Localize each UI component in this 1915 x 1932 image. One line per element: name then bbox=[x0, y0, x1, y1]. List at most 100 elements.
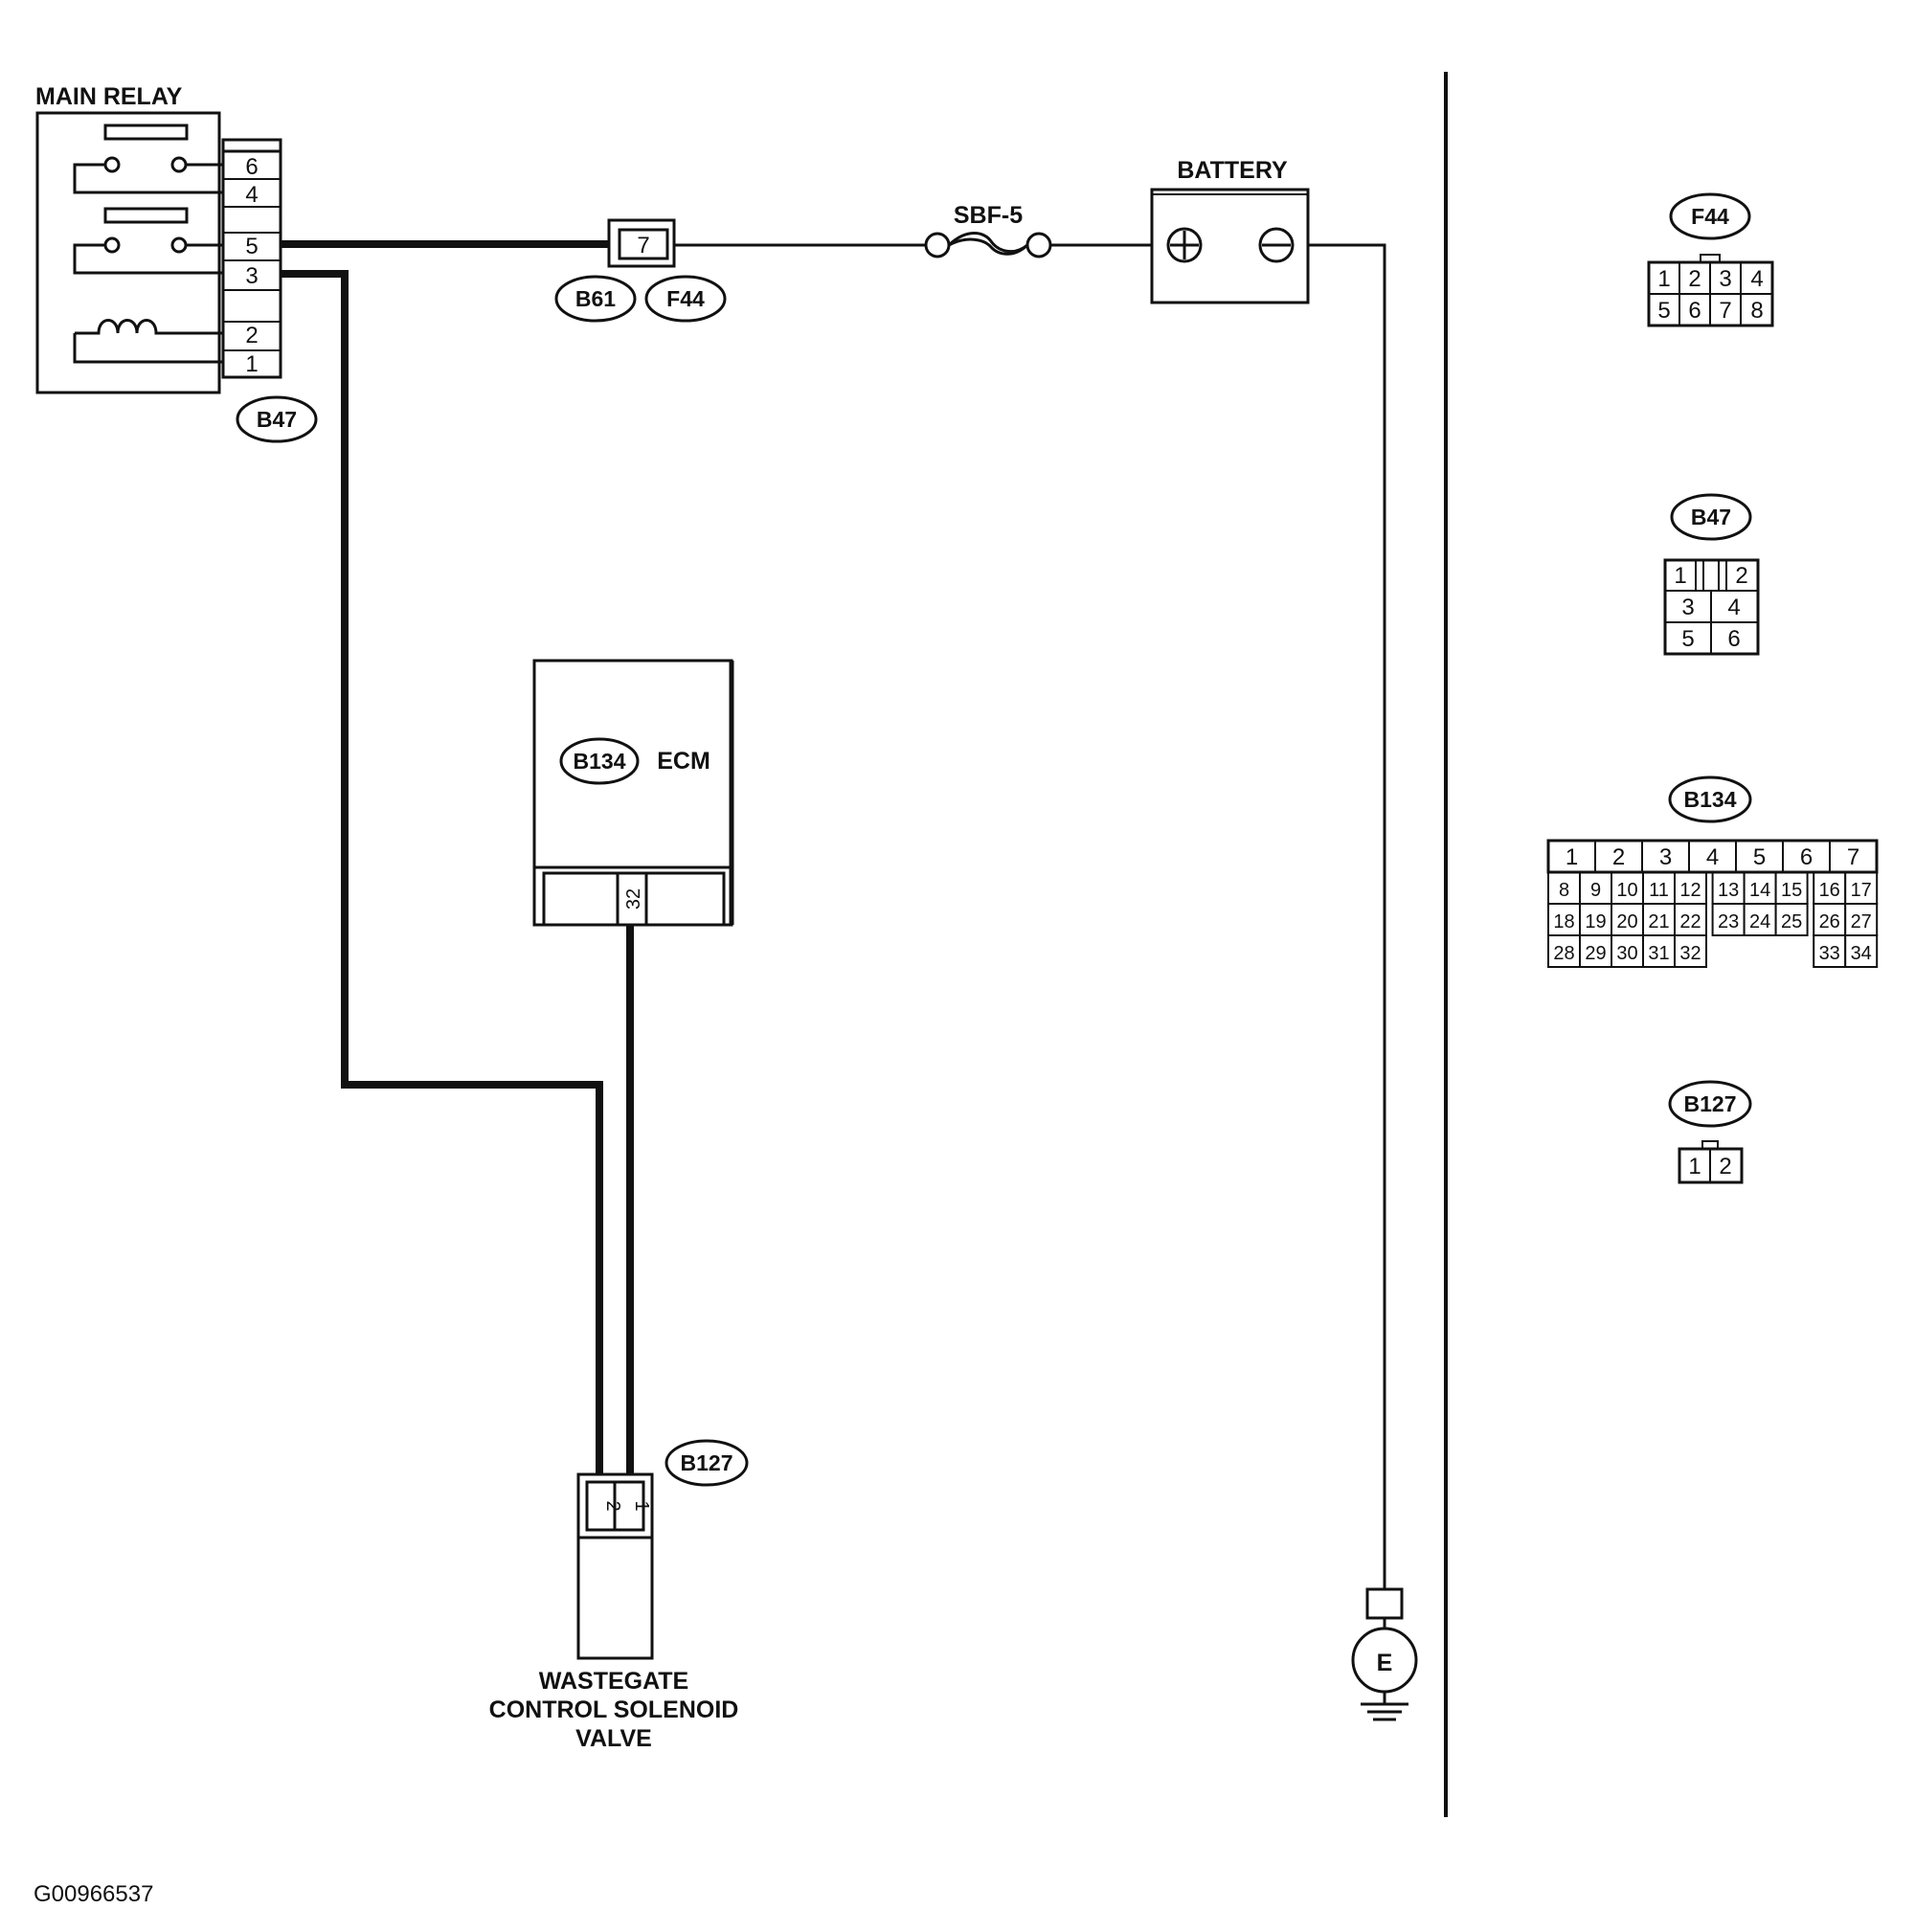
b134-pin-16: 16 bbox=[1819, 880, 1840, 901]
wires bbox=[281, 240, 1386, 1591]
b134-pin-27: 27 bbox=[1851, 911, 1872, 932]
svg-text:B134: B134 bbox=[574, 749, 626, 774]
b134-pin-9: 9 bbox=[1590, 880, 1601, 901]
face-b134-label: B134 bbox=[1684, 787, 1737, 812]
battery-label: BATTERY bbox=[1177, 157, 1288, 184]
b134-pin-18: 18 bbox=[1553, 911, 1574, 932]
valve-label-line1: WASTEGATE bbox=[539, 1668, 688, 1695]
svg-text:B61: B61 bbox=[575, 286, 616, 311]
b134-pin-2: 2 bbox=[1612, 844, 1625, 870]
svg-text:6: 6 bbox=[1727, 626, 1740, 652]
b134-pin-32: 32 bbox=[1679, 943, 1701, 964]
b134-pin-12: 12 bbox=[1679, 880, 1701, 901]
b134-pin-8: 8 bbox=[1559, 880, 1569, 901]
b134-pin-31: 31 bbox=[1648, 943, 1669, 964]
svg-text:F44: F44 bbox=[666, 286, 705, 311]
relay-switch-upper bbox=[73, 124, 223, 194]
relay-switch-lower bbox=[73, 207, 223, 275]
ground-label: E bbox=[1377, 1650, 1393, 1676]
connector-tag-b61: B61 bbox=[554, 275, 637, 323]
fuse-sbf-5: SBF-5 bbox=[924, 202, 1052, 258]
svg-text:3: 3 bbox=[1681, 595, 1694, 620]
b134-pin-13: 13 bbox=[1718, 880, 1739, 901]
b134-pin-10: 10 bbox=[1616, 880, 1637, 901]
main-relay: MAIN RELAY bbox=[35, 83, 318, 443]
relay-coil bbox=[73, 319, 223, 364]
b134-pin-24: 24 bbox=[1749, 911, 1770, 932]
svg-text:4: 4 bbox=[1750, 266, 1763, 292]
valve-label-line3: VALVE bbox=[575, 1725, 652, 1752]
relay-terminal-block: 6 4 5 3 2 1 bbox=[221, 138, 282, 379]
b134-pin-20: 20 bbox=[1616, 911, 1637, 932]
svg-text:1: 1 bbox=[1674, 563, 1686, 589]
fuse-label: SBF-5 bbox=[954, 202, 1023, 229]
relay-pin-1: 1 bbox=[245, 351, 258, 377]
wastegate-solenoid-valve: 2 1 B127 WASTEGATE CONTROL SOLENOID VALV… bbox=[489, 1439, 749, 1752]
svg-text:7: 7 bbox=[1719, 298, 1731, 324]
b134-pin-30: 30 bbox=[1616, 943, 1637, 964]
svg-text:5: 5 bbox=[1657, 298, 1670, 324]
solenoid-pin-2: 2 bbox=[602, 1500, 623, 1511]
b134-pin-1: 1 bbox=[1566, 844, 1578, 870]
b134-pin-11: 11 bbox=[1649, 880, 1669, 901]
b134-pin-cell bbox=[1674, 903, 1707, 936]
face-b127-label: B127 bbox=[1684, 1091, 1737, 1116]
svg-text:3: 3 bbox=[1719, 266, 1731, 292]
battery: BATTERY bbox=[1150, 157, 1310, 304]
battery-negative-terminal bbox=[1258, 227, 1295, 263]
svg-text:B127: B127 bbox=[681, 1450, 733, 1475]
b134-pin-cell bbox=[1547, 903, 1581, 936]
b134-pin-cell bbox=[1813, 903, 1847, 936]
svg-text:2: 2 bbox=[1719, 1154, 1731, 1179]
ecm-label: ECM bbox=[657, 748, 710, 775]
b134-pin-cell bbox=[1674, 934, 1707, 968]
svg-text:4: 4 bbox=[1727, 595, 1740, 620]
relay-pin-6: 6 bbox=[245, 154, 258, 180]
svg-text:5: 5 bbox=[1681, 626, 1694, 652]
b134-pin-cell bbox=[1774, 871, 1809, 905]
b134-pin-cell bbox=[1743, 903, 1777, 936]
svg-text:8: 8 bbox=[1750, 298, 1763, 324]
face-b47-label: B47 bbox=[1691, 505, 1731, 529]
connector-face-b127: B127 1 2 bbox=[1668, 1080, 1752, 1184]
svg-text:2: 2 bbox=[1735, 563, 1747, 589]
b134-pin-15: 15 bbox=[1781, 880, 1802, 901]
b134-pin-cell bbox=[1844, 871, 1879, 905]
b134-pin-34: 34 bbox=[1851, 943, 1872, 964]
b134-pin-23: 23 bbox=[1718, 911, 1739, 932]
b134-pin-cell bbox=[1774, 903, 1809, 936]
connector-tag-b134: B134 bbox=[559, 737, 640, 785]
connector-tag-f44: F44 bbox=[644, 275, 727, 323]
connector-face-b47: B47 1 2 3 4 5 6 bbox=[1663, 493, 1760, 656]
svg-text:1: 1 bbox=[1657, 266, 1670, 292]
svg-text:B47: B47 bbox=[257, 407, 297, 432]
b134-pin-cell bbox=[1579, 934, 1612, 968]
b134-pin-29: 29 bbox=[1585, 943, 1606, 964]
b134-pin-19: 19 bbox=[1585, 911, 1606, 932]
face-f44-label: F44 bbox=[1691, 204, 1729, 229]
connector-tag-b127: B127 bbox=[665, 1439, 749, 1487]
relay-pin-2: 2 bbox=[245, 323, 258, 348]
b134-pin-cell bbox=[1813, 934, 1847, 968]
ecm: 32 B134 ECM bbox=[532, 659, 734, 927]
b134-pin-22: 22 bbox=[1679, 911, 1701, 932]
connector-tag-b47: B47 bbox=[236, 395, 318, 443]
valve-label-line2: CONTROL SOLENOID bbox=[489, 1696, 739, 1723]
relay-pin-5: 5 bbox=[245, 234, 258, 259]
b134-pin-17: 17 bbox=[1851, 880, 1872, 901]
b134-pin-33: 33 bbox=[1819, 943, 1840, 964]
b134-pin-3: 3 bbox=[1659, 844, 1672, 870]
f44-pin-7: 7 bbox=[637, 233, 649, 258]
connector-face-f44: F44 1 2 3 4 5 6 7 8 bbox=[1647, 192, 1774, 327]
b134-pin-cell bbox=[1642, 903, 1676, 936]
b134-pin-cell bbox=[1641, 840, 1690, 873]
relay-pin-3: 3 bbox=[245, 263, 258, 289]
relay-pin-4: 4 bbox=[245, 182, 258, 208]
svg-text:2: 2 bbox=[1688, 266, 1701, 292]
b134-pin-5: 5 bbox=[1753, 844, 1766, 870]
b134-pin-14: 14 bbox=[1749, 880, 1770, 901]
wire-relay-3-to-solenoid bbox=[281, 270, 603, 1482]
